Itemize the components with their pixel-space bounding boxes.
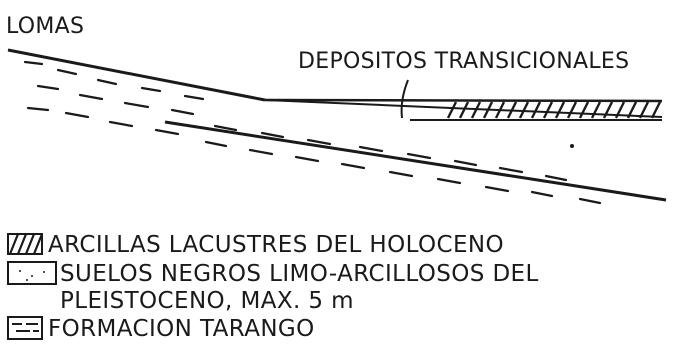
legend-item-pleistoceno-soils-line2: PLEISTOCENO, MAX. 5 m xyxy=(60,288,354,314)
tarango-contact-line xyxy=(164,120,667,202)
deposit-top-line xyxy=(264,98,663,103)
ground-surface-line xyxy=(7,48,266,102)
lacustrine-clay-hatch xyxy=(446,101,662,119)
transitional-deposits-label: DEPOSITOS TRANSICIONALES xyxy=(298,49,629,74)
legend-item-tarango: FORMACION TARANGO xyxy=(48,316,315,342)
legend-hatched-symbol xyxy=(7,233,44,255)
legend-item-pleistoceno-soils-line1: SUELOS NEGROS LIMO-ARCILLOSOS DEL xyxy=(60,261,539,287)
surface-dot xyxy=(570,144,574,148)
tarango-dashes xyxy=(23,60,602,205)
legend-item-holoceno-clay: ARCILLAS LACUSTRES DEL HOLOCENO xyxy=(48,232,504,258)
lomas-label: LOMAS xyxy=(6,14,84,39)
legend-dotted-symbol xyxy=(7,261,57,285)
transitional-leader-line xyxy=(400,79,409,119)
legend-dashed-symbol xyxy=(7,316,43,340)
